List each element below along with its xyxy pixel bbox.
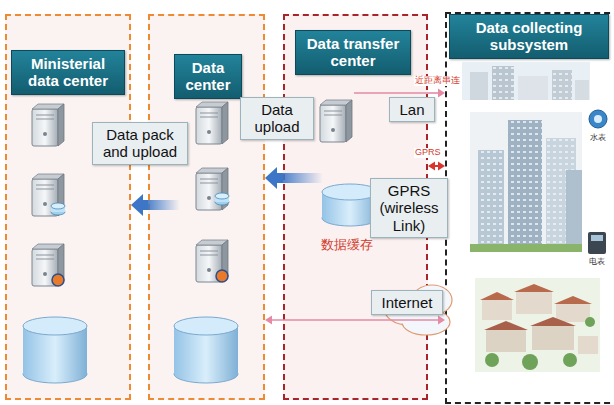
arrowhead bbox=[265, 167, 277, 189]
annotation-text: 近距离串连 bbox=[414, 76, 461, 86]
edge-label: Data upload bbox=[240, 97, 314, 140]
connector-line bbox=[142, 200, 148, 210]
building-photo-middle bbox=[470, 112, 582, 252]
arrowhead bbox=[438, 162, 445, 171]
arrowhead bbox=[438, 89, 445, 98]
connector-line bbox=[276, 173, 283, 183]
connector-line bbox=[428, 92, 439, 94]
meter-icons bbox=[588, 110, 607, 254]
edge-label: GPRS (wireless Link) bbox=[370, 178, 448, 238]
edge-label: Lan bbox=[389, 97, 435, 122]
region-heading: Ministerial data center bbox=[11, 50, 125, 95]
region-heading: Data collecting subsystem bbox=[449, 14, 609, 59]
connector-line bbox=[271, 319, 439, 321]
arrowhead bbox=[428, 162, 435, 171]
arrowhead bbox=[131, 194, 143, 216]
storage-cylinders bbox=[23, 184, 378, 383]
region-box: Ministerial data center bbox=[5, 14, 131, 400]
arrowhead bbox=[438, 316, 445, 325]
arrowhead bbox=[265, 316, 272, 325]
annotation-text: 水表 bbox=[589, 134, 607, 143]
building-photo-bottom bbox=[475, 278, 600, 372]
annotation-text: GPRS bbox=[414, 148, 442, 158]
region-heading: Data center bbox=[174, 54, 242, 99]
edge-label: Data pack and upload bbox=[92, 122, 188, 165]
region-box: Data center bbox=[148, 14, 265, 400]
region-heading: Data transfer center bbox=[295, 30, 411, 75]
connector bbox=[265, 316, 445, 325]
connector-line bbox=[434, 165, 439, 167]
region-box: Data collecting subsystem bbox=[445, 12, 614, 404]
edge-label: Internet bbox=[371, 290, 443, 315]
annotation-text: 电表 bbox=[588, 258, 606, 267]
connector bbox=[131, 194, 148, 216]
annotation-text: 数据缓存 bbox=[320, 238, 374, 252]
connector bbox=[428, 162, 445, 171]
connector bbox=[265, 167, 283, 189]
building-photo-top bbox=[462, 62, 590, 100]
